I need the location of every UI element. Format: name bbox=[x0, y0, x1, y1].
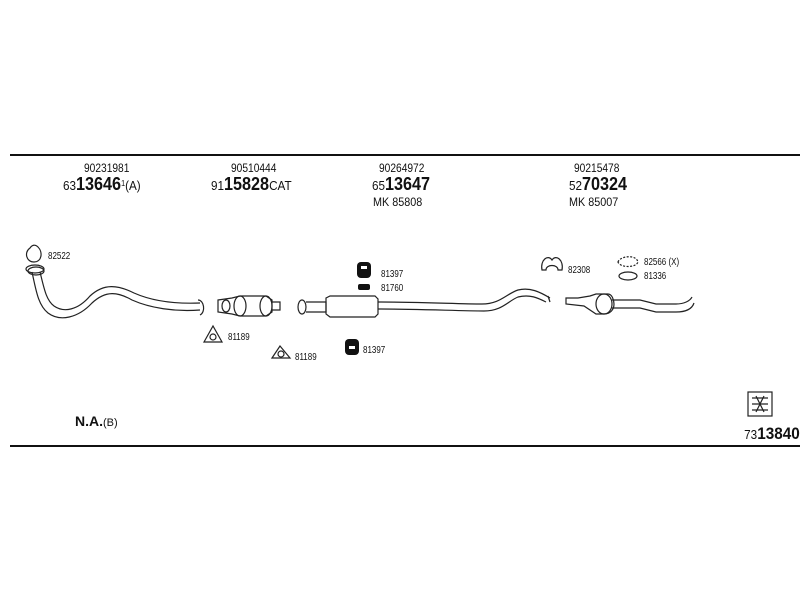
part-code-1: 63136461(A) bbox=[63, 174, 141, 194]
pipe-icon bbox=[27, 266, 205, 319]
catalytic-converter-icon bbox=[217, 295, 281, 317]
label-82522: 82522 bbox=[48, 251, 71, 262]
mk-code-3: MK 85808 bbox=[373, 195, 423, 209]
rubber-hanger-icon bbox=[618, 271, 638, 281]
part-number-1: 90231981 bbox=[84, 161, 130, 175]
part-code-3: 6513647 bbox=[372, 174, 431, 194]
rear-muffler-icon bbox=[565, 293, 695, 315]
label-81189-a: 81189 bbox=[228, 332, 250, 343]
label-81760: 81760 bbox=[381, 283, 404, 294]
rubber-hanger-icon bbox=[345, 339, 359, 355]
bottom-rule bbox=[10, 445, 800, 447]
label-81189-b: 81189 bbox=[295, 352, 317, 363]
gasket-icon bbox=[25, 244, 45, 274]
top-rule bbox=[10, 154, 800, 156]
label-81397-top: 81397 bbox=[381, 269, 404, 280]
part-number-3: 90264972 bbox=[379, 161, 425, 175]
part-number-4: 90215478 bbox=[574, 161, 620, 175]
clamp-icon bbox=[270, 344, 292, 359]
clamp-icon bbox=[202, 324, 224, 343]
reference-number: 7313840 bbox=[744, 424, 800, 443]
part-number-2: 90510444 bbox=[231, 161, 277, 175]
rubber-hanger-icon bbox=[617, 256, 639, 268]
book-icon bbox=[747, 391, 773, 417]
clamp-icon bbox=[541, 257, 563, 271]
label-82308: 82308 bbox=[568, 265, 591, 276]
note-na: N.A.(B) bbox=[75, 413, 118, 429]
label-81336: 81336 bbox=[644, 271, 667, 282]
part-code-2: 9115828CAT bbox=[211, 174, 292, 194]
label-81397-bottom: 81397 bbox=[363, 345, 386, 356]
mk-code-4: MK 85007 bbox=[569, 195, 619, 209]
rubber-hanger-icon bbox=[358, 284, 370, 290]
rubber-hanger-icon bbox=[357, 262, 371, 278]
label-82566: 82566 (X) bbox=[644, 257, 680, 268]
middle-muffler-icon bbox=[297, 288, 551, 318]
part-code-4: 5270324 bbox=[569, 174, 628, 194]
